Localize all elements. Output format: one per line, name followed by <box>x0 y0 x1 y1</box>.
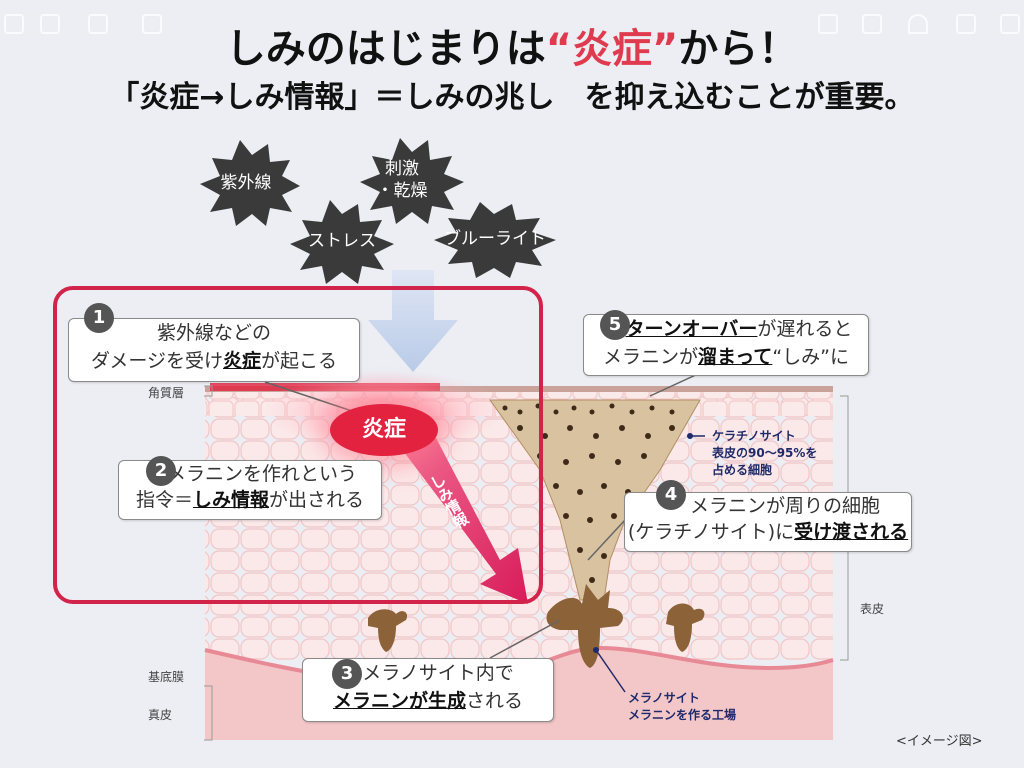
connector-3 <box>489 619 561 659</box>
signal-icon <box>956 14 976 34</box>
step-4-badge: 4 <box>656 480 686 510</box>
connector-1 <box>264 381 356 413</box>
melanocyte-note: メラノサイト メラニンを作る工場 <box>628 691 737 722</box>
keratinocyte-dot <box>687 433 693 439</box>
page-title: しみのはじまりは“炎症”から！ <box>225 26 799 72</box>
step-1-badge: 1 <box>84 303 114 333</box>
title-highlight: “炎症” <box>545 26 679 72</box>
melanin-dots <box>502 403 675 583</box>
basement-membrane-label: 基底膜 <box>148 670 185 684</box>
connector-4 <box>587 519 626 561</box>
stratum-corneum-top <box>205 386 833 392</box>
stratum-corneum-label: 角質層 <box>148 386 185 400</box>
spike-shape-uv <box>200 140 300 226</box>
connector-5 <box>649 372 701 397</box>
trigger-bluelight: ブルーライト <box>444 229 546 249</box>
spike-shape-stress <box>290 200 394 284</box>
dermis-label: 真皮 <box>148 708 173 722</box>
trigger-irritation: 刺激・乾燥 <box>376 159 428 201</box>
page-subtitle: 「炎症→しみ情報」＝しみの兆し を抑え込むことが重要。 <box>109 80 915 115</box>
highlight-box <box>53 286 543 604</box>
spike-shape-irritation <box>360 138 464 224</box>
wifi-icon <box>908 14 928 34</box>
alarm-icon <box>818 14 838 34</box>
photo-icon <box>88 14 108 34</box>
trigger-stress: ストレス <box>308 231 376 251</box>
mail-icon <box>40 14 60 34</box>
callout-step-5: ターンオーバーが遅れると メラニンが溜まって“しみ”に <box>583 314 869 376</box>
down-arrow <box>368 270 458 372</box>
spike-shape-bluelight <box>434 202 556 278</box>
melanocyte-right <box>666 603 705 652</box>
image-note: <イメージ図> <box>896 734 983 749</box>
vibrate-icon <box>862 14 882 34</box>
melanocyte-left <box>368 609 408 652</box>
inflammation-label: 炎症 <box>330 404 438 456</box>
epidermis-label: 表皮 <box>860 602 885 616</box>
melanocyte-pointer <box>595 649 626 693</box>
signal-arrow <box>404 438 528 604</box>
keratinocyte-note: ケラチノサイト 表皮の90〜95%を 占める細胞 <box>712 429 818 477</box>
melanocyte-dot <box>593 647 599 653</box>
step-3-badge: 3 <box>332 659 362 689</box>
melanocyte-main <box>546 584 623 668</box>
battery-icon <box>1000 14 1020 34</box>
step-2-badge: 2 <box>146 456 176 486</box>
trigger-uv: 紫外線 <box>220 173 272 193</box>
bell-icon <box>142 14 162 34</box>
callout-step-1: 紫外線などの ダメージを受け炎症が起こる <box>68 318 360 382</box>
step-5-badge: 5 <box>600 310 630 340</box>
notification-icon <box>4 14 24 34</box>
dermis-bracket <box>204 685 213 741</box>
status-bar <box>0 0 1024 52</box>
stratum-corneum-bracket <box>204 385 213 397</box>
